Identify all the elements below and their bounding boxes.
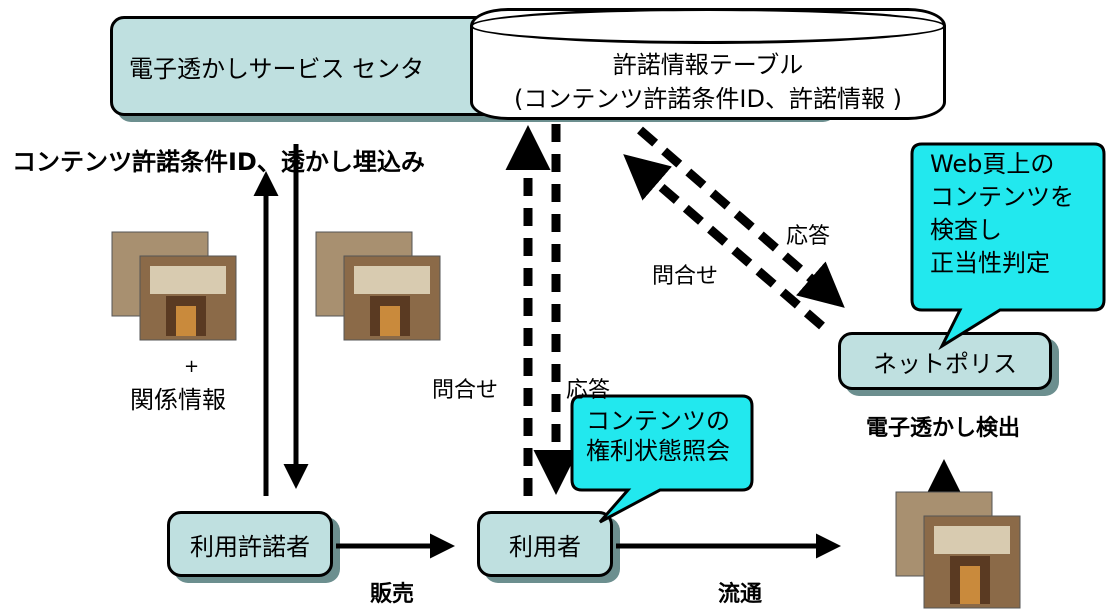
callout-user-text: コンテンツの 権利状態照会: [586, 407, 730, 465]
permission-table-top-rim: [470, 8, 946, 44]
permission-table-fields: (コンテンツ許諾条件ID、許諾情報 ): [514, 85, 902, 113]
arrow-netpolice-inquiry: [623, 154, 825, 330]
label-relation-info: 関係情報: [130, 386, 226, 414]
thumbnail-center-flow: [315, 231, 441, 341]
licensor-box: 利用許諾者: [167, 511, 333, 577]
callout-netpolice-text: Web頁上の コンテンツを 検査し 正当性判定: [930, 150, 1074, 277]
label-embed: コンテンツ許諾条件ID、透かし埋込み: [12, 148, 425, 176]
label-response-user: 応答: [566, 378, 611, 403]
service-center-label: 電子透かしサービス センタ: [129, 54, 425, 83]
label-inquiry-np: 問合せ: [652, 264, 719, 289]
label-sale: 販売: [370, 582, 415, 607]
user-label: 利用者: [509, 532, 581, 561]
permission-table-title: 許諾情報テーブル: [612, 51, 804, 79]
netpolice-label: ネットポリス: [873, 349, 1017, 378]
arrow-netpolice-response: [637, 126, 845, 308]
user-box: 利用者: [477, 511, 613, 577]
licensor-label: 利用許諾者: [190, 532, 310, 561]
thumbnail-licensor: [111, 231, 237, 341]
label-distribution: 流通: [718, 582, 763, 607]
label-detect: 電子透かし検出: [866, 416, 1021, 441]
thumbnail-distributed: [895, 491, 1021, 609]
permission-table: 許諾情報テーブル (コンテンツ許諾条件ID、許諾情報 ): [470, 8, 946, 120]
label-response-np: 応答: [786, 224, 831, 249]
callout-user-bubble: [570, 394, 754, 524]
label-plus: +: [184, 356, 200, 377]
label-inquiry-user: 問合せ: [432, 378, 499, 403]
callout-netpolice-bubble: [910, 142, 1106, 351]
